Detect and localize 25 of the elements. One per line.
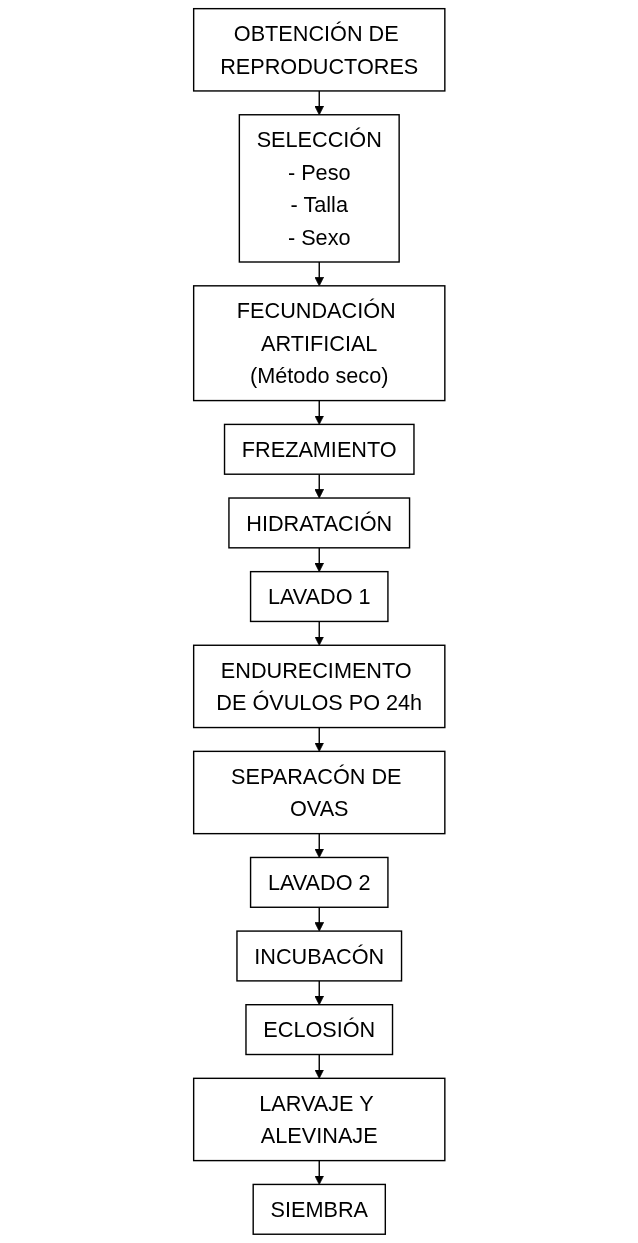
node-box: LAVADO 2 — [249, 856, 389, 908]
arrow — [314, 399, 324, 425]
node-box: FECUNDACIÓN ARTIFICIAL (Método seco) — [192, 285, 446, 402]
node-box: OBTENCIÓN DE REPRODUCTORES — [192, 7, 446, 92]
node-box: LARVAJE Y ALEVINAJE — [192, 1077, 446, 1162]
arrow — [314, 832, 324, 858]
arrow — [314, 726, 324, 752]
node-box: SELECCIÓN - Peso - Talla - Sexo — [238, 114, 400, 263]
node-box: ECLOSIÓN — [245, 1004, 393, 1056]
arrow — [314, 1053, 324, 1079]
node-box: SIEMBRA — [252, 1183, 386, 1235]
node-box: HIDRATACIÓN — [228, 497, 410, 549]
arrow — [314, 906, 324, 932]
node-box: LAVADO 1 — [249, 570, 389, 623]
node-box: INCUBACÓN — [236, 930, 402, 982]
arrow — [314, 1159, 324, 1185]
arrow — [314, 547, 324, 573]
arrow — [314, 620, 324, 646]
arrow — [314, 980, 324, 1006]
arrow — [314, 473, 324, 499]
node-box: ENDURECIMENTO DE ÓVULOS PO 24h — [192, 644, 446, 729]
arrow — [314, 261, 324, 287]
arrow — [314, 90, 324, 116]
node-box: FREZAMIENTO — [223, 423, 415, 475]
node-box: SEPARACÓN DE OVAS — [192, 750, 446, 835]
